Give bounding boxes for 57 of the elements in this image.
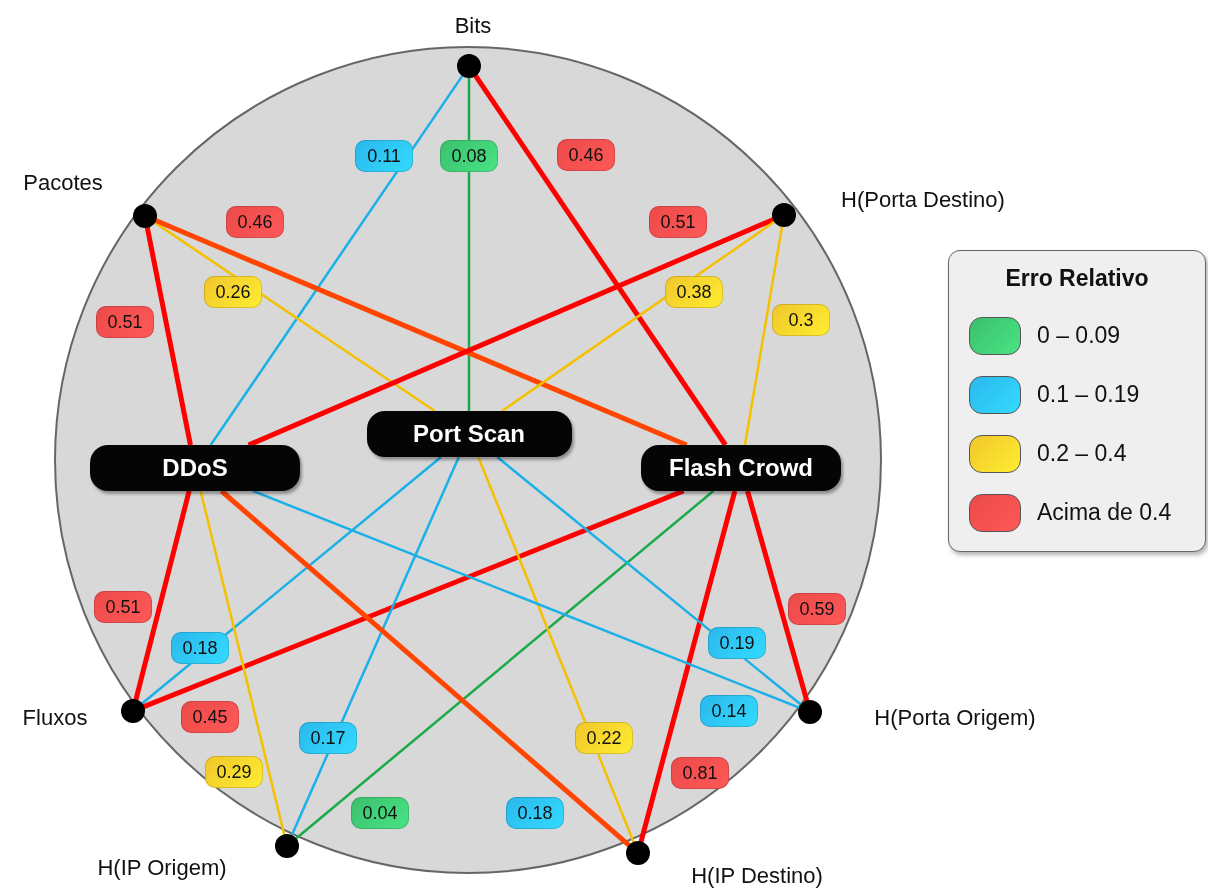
edge-label: 0.17: [299, 722, 357, 754]
connector-line: [219, 489, 632, 848]
edge-label: 0.04: [351, 797, 409, 829]
node-label: H(Porta Destino): [841, 187, 1005, 213]
connector-line: [638, 490, 738, 843]
edge-label: 0.26: [204, 276, 262, 308]
connector-line: [467, 77, 471, 411]
connector-line: [496, 456, 803, 706]
category-pill: Flash Crowd: [641, 445, 841, 491]
edge-label: 0.81: [671, 757, 729, 789]
connector-line: [247, 217, 775, 448]
edge-label: 0.18: [506, 797, 564, 829]
category-pill: Port Scan: [366, 411, 572, 457]
connector-line: [477, 456, 636, 844]
node-label: H(IP Origem): [97, 855, 227, 881]
edge-label: 0.51: [94, 591, 152, 623]
legend-label: 0.2 – 0.4: [1037, 440, 1127, 467]
legend-label: 0 – 0.09: [1037, 322, 1121, 349]
edge-label: 0.51: [649, 206, 707, 238]
edge-label: 0.19: [708, 627, 766, 659]
legend-label: 0.1 – 0.19: [1037, 381, 1140, 408]
connector-line: [743, 225, 784, 446]
node-label: Fluxos: [22, 705, 88, 731]
connector-line: [290, 456, 460, 837]
connector-line: [501, 220, 776, 413]
edge-label: 0.29: [205, 756, 263, 788]
connector-line: [745, 490, 810, 703]
node-label: Bits: [454, 13, 492, 39]
edge-label: 0.22: [575, 722, 633, 754]
node-label: Pacotes: [23, 170, 103, 196]
connector-line: [133, 490, 192, 701]
connector-line: [153, 221, 436, 413]
category-pill: DDoS: [90, 445, 300, 491]
connector-line: [199, 490, 286, 836]
edge-label: 0.3: [772, 304, 830, 336]
legend-label: Acima de 0.4: [1037, 499, 1172, 526]
edge-label: 0.14: [700, 695, 758, 727]
connector-line: [154, 217, 688, 448]
connector-line: [140, 456, 442, 705]
edge-label: 0.11: [355, 140, 413, 172]
edge-label: 0.59: [788, 593, 846, 625]
edge-label: 0.18: [171, 632, 229, 664]
edge-label: 0.38: [665, 276, 723, 308]
node-label: H(IP Destino): [691, 863, 823, 889]
connector-line: [473, 73, 728, 447]
connector-line: [252, 489, 801, 710]
connector-line: [144, 226, 193, 446]
edge-label: 0.51: [96, 306, 154, 338]
connector-line: [294, 490, 715, 840]
edge-label: 0.46: [226, 206, 284, 238]
legend-title: Erro Relativo: [1004, 265, 1150, 292]
edge-label: 0.45: [181, 701, 239, 733]
connector-line: [142, 488, 685, 710]
node-label: H(Porta Origem): [874, 705, 1036, 731]
connector-line: [209, 74, 464, 446]
edge-label: 0.46: [557, 139, 615, 171]
edge-label: 0.08: [440, 140, 498, 172]
